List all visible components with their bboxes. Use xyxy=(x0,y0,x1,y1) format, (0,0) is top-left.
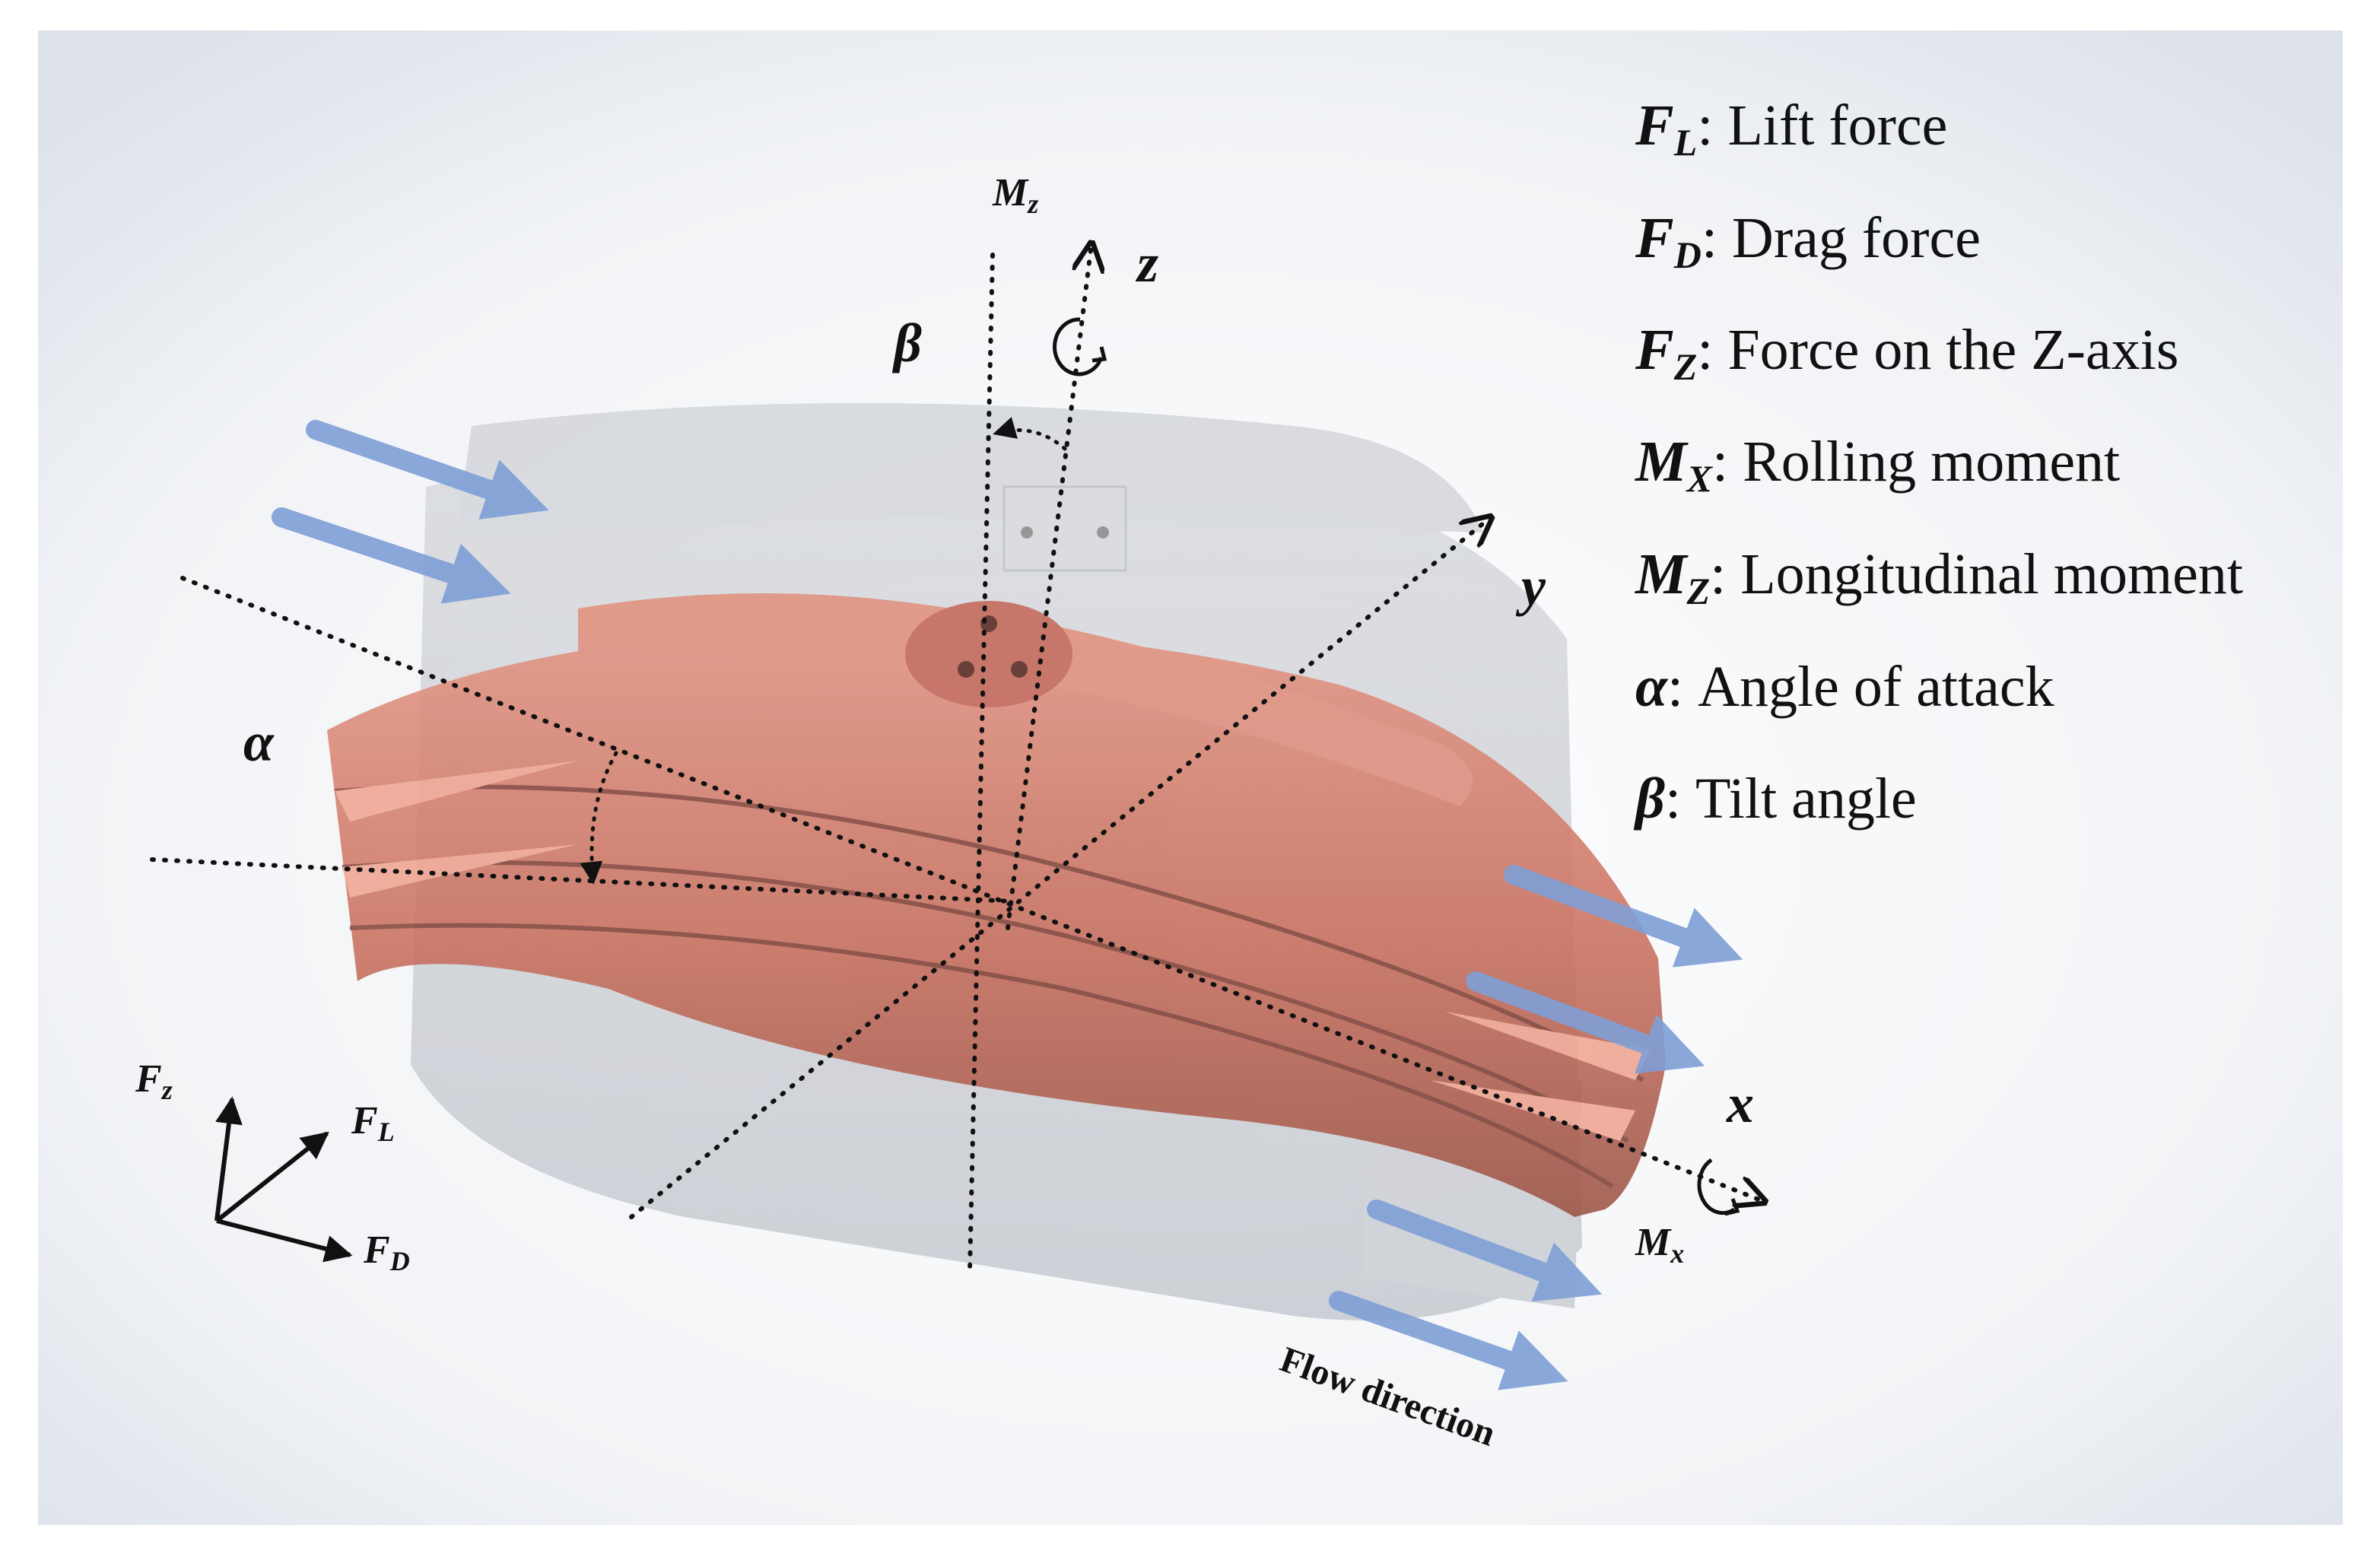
flow-arrow-3 xyxy=(1504,865,1743,968)
vertical-reference-line xyxy=(968,253,995,1273)
legend-item-lift: FL: Lift force xyxy=(1635,94,1947,164)
mz-label: Mz xyxy=(992,171,1038,219)
fl-label: FL xyxy=(351,1099,395,1147)
flow-arrow-6 xyxy=(1329,1291,1568,1390)
legend-item-drag: FD: Drag force xyxy=(1635,206,1981,276)
legend-item-angle-of-attack: α: Angle of attack xyxy=(1635,655,2054,719)
fd-label: FD xyxy=(363,1228,410,1276)
wing-body xyxy=(327,593,1666,1217)
z-axis-label: z xyxy=(1135,233,1158,294)
fz-label: Fz xyxy=(135,1057,173,1105)
x-axis-label: x xyxy=(1726,1073,1754,1134)
flow-arrow-1 xyxy=(306,420,549,520)
flow-arrow-5 xyxy=(1367,1200,1603,1302)
y-axis-line xyxy=(629,517,1491,1219)
alpha-label: α xyxy=(243,712,275,773)
flow-arrow-4 xyxy=(1466,971,1705,1074)
legend-item-longitudinal-moment: MZ: Longitudinal moment xyxy=(1635,542,2243,612)
angle-arcs xyxy=(580,417,1067,885)
mx-rotation-icon xyxy=(1697,1158,1740,1216)
mz-rotation-icon xyxy=(1053,317,1107,377)
legend: FL: Lift force FD: Drag force FZ: Force … xyxy=(1633,94,2243,831)
z-axis-line xyxy=(1006,243,1091,930)
legend-item-z-force: FZ: Force on the Z-axis xyxy=(1635,318,2178,388)
legend-item-rolling-moment: MX: Rolling moment xyxy=(1635,430,2120,500)
reference-lines xyxy=(150,243,1765,1273)
flow-arrows xyxy=(272,420,1743,1390)
horizontal-reference-line xyxy=(150,857,1014,904)
force-triad xyxy=(214,1096,353,1263)
beta-label: β xyxy=(891,313,922,373)
mx-label: Mx xyxy=(1635,1221,1684,1269)
fz-arrow xyxy=(214,1096,243,1222)
beta-arc xyxy=(993,417,1067,451)
flow-arrow-2 xyxy=(272,507,511,604)
x-axis-line xyxy=(180,576,1765,1202)
fl-arrow xyxy=(215,1131,329,1223)
legend-item-tilt-angle: β: Tilt angle xyxy=(1633,767,1917,831)
fd-arrow xyxy=(216,1219,353,1263)
